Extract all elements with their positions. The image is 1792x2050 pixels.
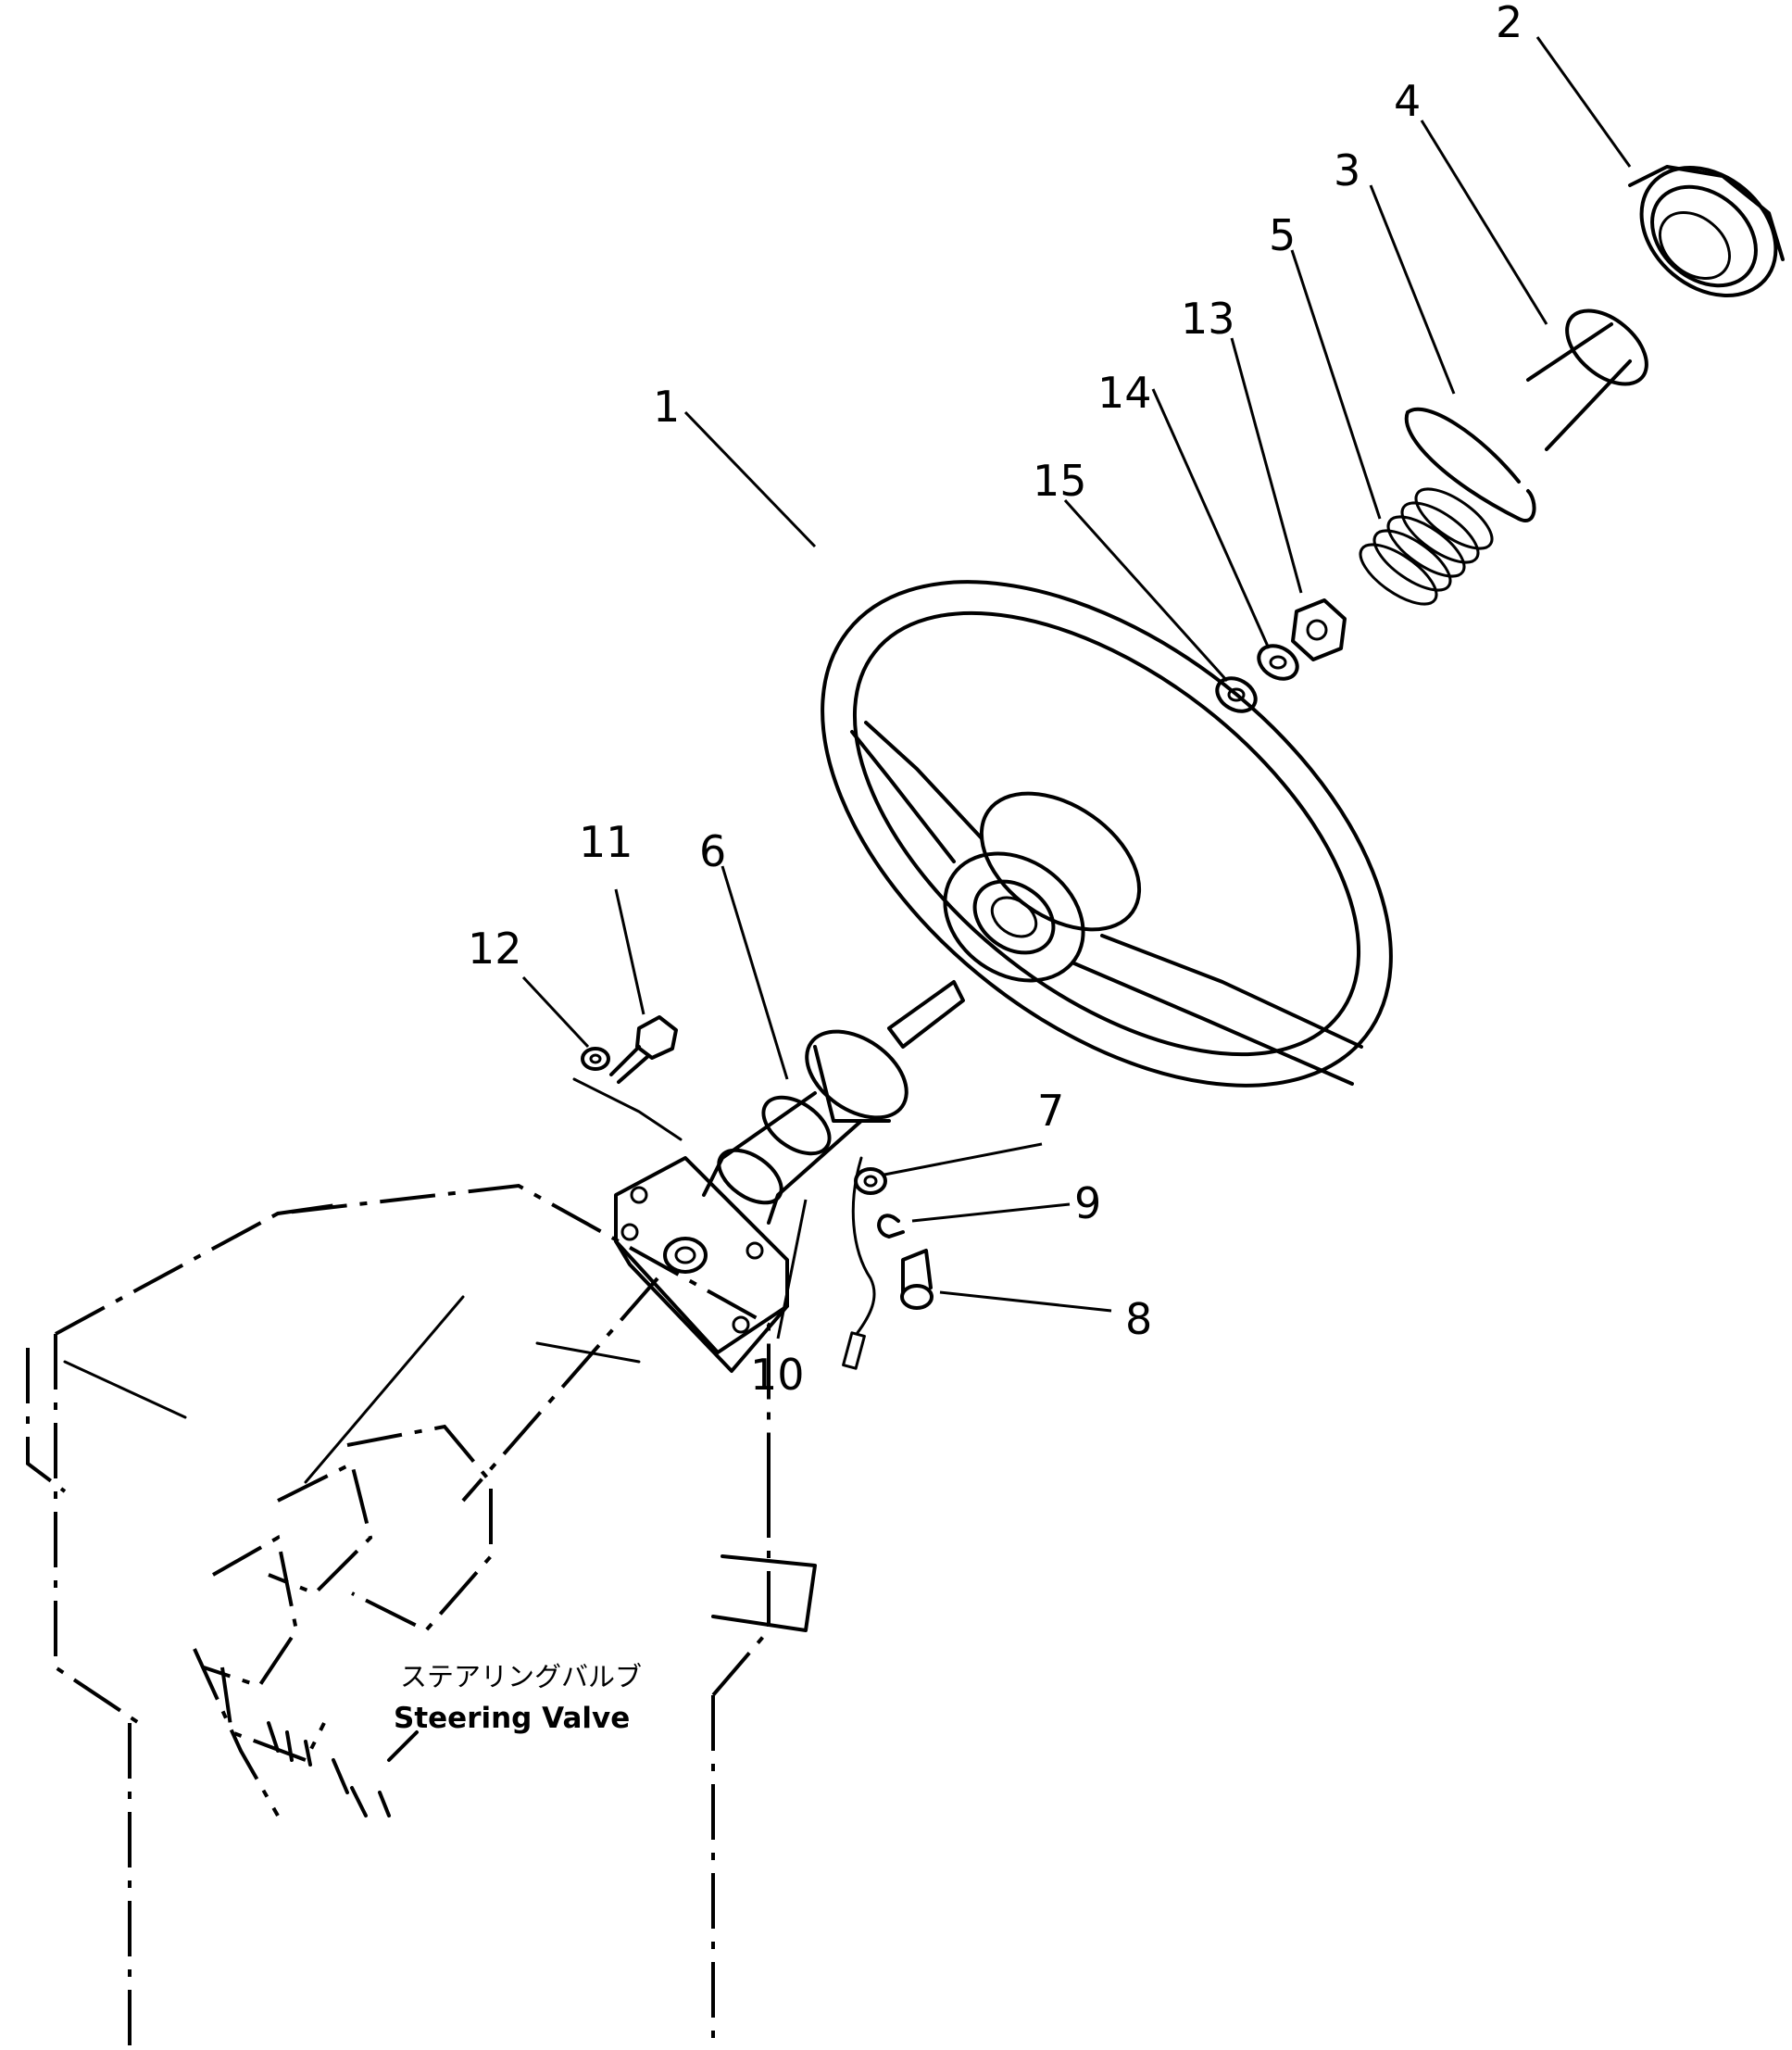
- nut: [1291, 598, 1347, 661]
- bolt-leader-line: [572, 1077, 683, 1141]
- clip-9: [877, 1214, 905, 1239]
- screw-8: [900, 1249, 934, 1310]
- steering-column: [614, 980, 965, 1373]
- callout-numbers: 1 2 3 4 5 6 7 8 9 10 11 12 13 14 15: [468, 0, 1523, 1400]
- callout-13: 13: [1181, 294, 1235, 344]
- horn-button: [1628, 165, 1785, 297]
- snap-ring: [1404, 407, 1536, 522]
- callout-5: 5: [1269, 210, 1296, 260]
- leader-lines: [521, 36, 1632, 1339]
- callout-2: 2: [1496, 0, 1523, 47]
- callout-4: 4: [1394, 76, 1421, 126]
- callout-3: 3: [1334, 145, 1360, 195]
- callout-8: 8: [1125, 1294, 1152, 1344]
- callout-14: 14: [1097, 368, 1152, 418]
- callout-7: 7: [1037, 1086, 1064, 1136]
- steering-valve-body: ステアリングバルブ Steering Valve: [26, 1183, 817, 2050]
- spring: [1359, 487, 1494, 606]
- callout-6: 6: [699, 826, 726, 876]
- callout-9: 9: [1074, 1178, 1101, 1228]
- washer-7: [854, 1167, 887, 1195]
- steering-valve-label-en: Steering Valve: [394, 1702, 630, 1735]
- callout-12: 12: [468, 924, 522, 974]
- contact-plate: [1526, 308, 1648, 451]
- callout-15: 15: [1033, 456, 1087, 506]
- callout-10: 10: [750, 1350, 805, 1400]
- washer-12: [581, 1047, 610, 1071]
- washer-15: [1215, 676, 1258, 713]
- callout-11: 11: [579, 817, 633, 867]
- bolt-11: [609, 1015, 678, 1084]
- steering-wheel: [821, 580, 1393, 1088]
- callout-1: 1: [653, 382, 680, 432]
- steering-valve-label-jp: ステアリングバルブ: [400, 1661, 642, 1692]
- washer-14: [1257, 644, 1299, 681]
